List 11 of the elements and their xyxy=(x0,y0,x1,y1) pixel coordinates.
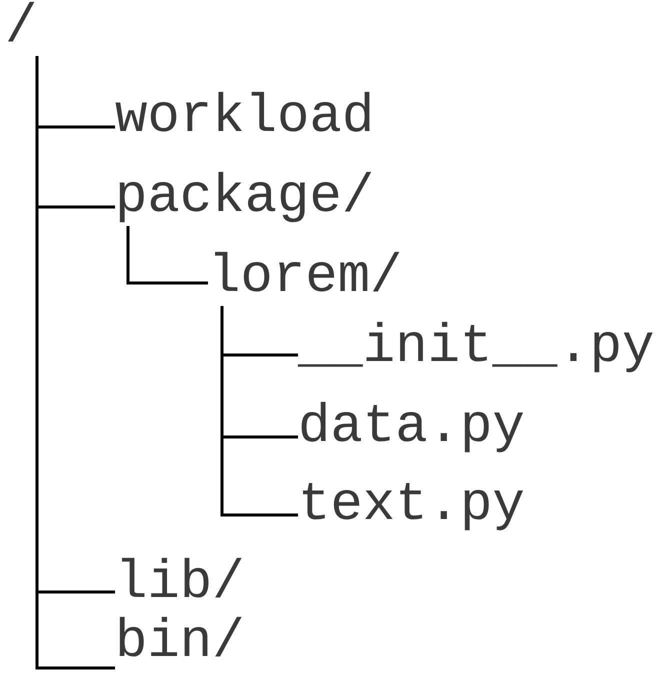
tree-entry-label: bin/ xyxy=(115,615,245,671)
tree-entry-label: text.py xyxy=(298,478,525,534)
tree-entry-label: lib/ xyxy=(115,556,245,612)
tree-entry-label: data.py xyxy=(298,400,525,456)
tree-connector xyxy=(220,306,298,516)
root-directory-label: / xyxy=(5,0,38,56)
tree-entry-label: lorem/ xyxy=(208,250,402,306)
tree-entry-label: package/ xyxy=(115,170,374,226)
tree-entry-label: workload xyxy=(115,90,374,146)
tree-entry-label: __init__.py xyxy=(298,320,654,376)
tree-connector xyxy=(126,226,208,284)
